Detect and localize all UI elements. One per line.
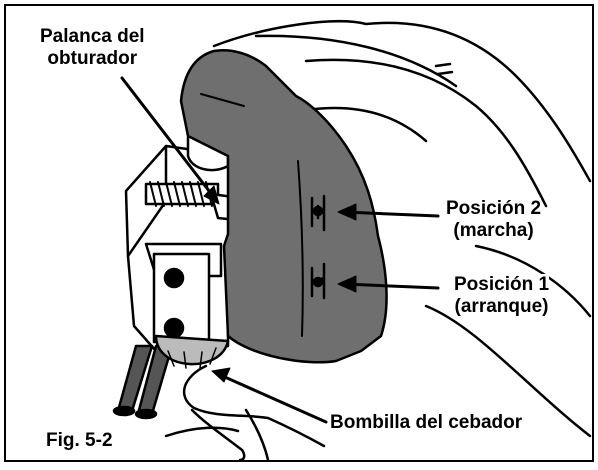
label-position-1: Posición 1 (arranque)	[454, 274, 550, 318]
finger-crease-1	[304, 58, 548, 208]
housing-top-line	[200, 93, 245, 107]
arrow-position-2	[337, 203, 357, 221]
arrow-position-1	[337, 275, 357, 293]
label-position-2-line-1: Posición 2	[446, 198, 542, 219]
choke-hand-illustration	[112, 19, 592, 460]
position-1-dot	[312, 276, 324, 288]
hand-right-edge	[474, 244, 592, 318]
label-position-1-line-2: (arranque)	[454, 296, 549, 317]
carburetor-screw-1	[163, 267, 185, 289]
label-primer-bulb: Bombilla del cebador	[330, 412, 523, 434]
lower-hand-thumb	[190, 408, 246, 460]
label-position-2-line-2: (marcha)	[453, 220, 534, 241]
label-shutter-lever-line-2: obturador	[47, 48, 138, 69]
leader-shutter-lever	[120, 76, 218, 202]
tube-end-1	[112, 405, 136, 417]
carburetor-screw-2	[163, 317, 185, 339]
lower-hand	[182, 364, 326, 448]
primer-bulb-ridges	[167, 347, 217, 369]
figure-caption: Fig. 5-2	[46, 430, 113, 452]
lower-hand-edge	[164, 426, 240, 438]
label-shutter-lever: Palanca del obturador	[40, 26, 145, 70]
figure-frame: Palanca del obturador Posición 2 (marcha…	[4, 4, 594, 462]
label-position-2: Posición 2 (marcha)	[446, 198, 542, 242]
label-position-1-line-1: Posición 1	[454, 274, 550, 295]
leader-primer-bulb	[216, 372, 328, 424]
position-2-dot	[312, 205, 324, 217]
primer-bulb	[154, 334, 230, 366]
finger-detail-1	[434, 62, 454, 76]
lever-spring-coils	[149, 181, 213, 207]
tube-end-2	[134, 408, 158, 420]
housing	[179, 49, 388, 364]
housing-center-line	[297, 160, 304, 337]
wrist-curve	[424, 304, 592, 438]
arrow-shutter-lever	[203, 185, 220, 205]
label-shutter-lever-line-1: Palanca del	[40, 26, 145, 47]
arrow-primer-bulb	[211, 367, 231, 383]
leader-position-2	[342, 210, 440, 218]
leader-position-1	[342, 282, 440, 290]
lower-hand-crease	[244, 408, 270, 460]
